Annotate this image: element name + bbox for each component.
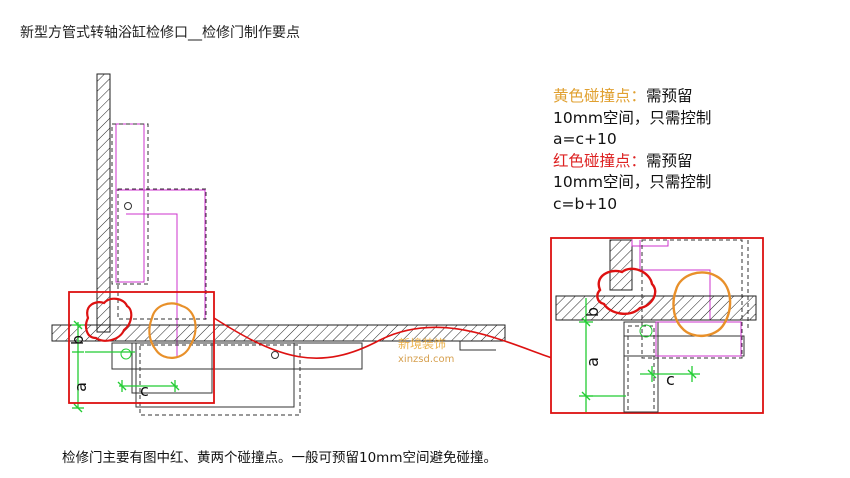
caption: 检修门主要有图中红、黄两个碰撞点。一般可预留10mm空间避免碰撞。 <box>62 450 497 466</box>
detail-dimension-b: b <box>583 307 602 317</box>
yellow-collision-text: 需预留 <box>646 87 693 105</box>
red-collision-label: 红色碰撞点： <box>553 151 647 170</box>
red-collision-point <box>85 297 133 342</box>
page-title: 新型方管式转轴浴缸检修口__检修门制作要点 <box>20 25 300 41</box>
detail-yellow-collision-point <box>672 271 732 337</box>
yellow-note-line1: 黄色碰撞点：需预留 <box>553 86 711 108</box>
watermark-brand: 新境装饰 <box>398 336 446 351</box>
dashed-frame <box>117 188 207 320</box>
detail-dimension-a: a <box>583 357 602 367</box>
watermark: 新境装饰 xinzsd.com <box>398 336 454 365</box>
detail-red-collision-point <box>596 267 657 315</box>
watermark-url: xinzsd.com <box>398 354 454 365</box>
door-panel <box>135 342 295 408</box>
yellow-collision-point <box>148 302 197 359</box>
detail-callout-box <box>68 291 215 404</box>
bolt-icon <box>124 202 132 210</box>
yellow-collision-label: 黄色碰撞点： <box>553 87 647 105</box>
enlarged-detail-drawing: a b c <box>550 237 764 414</box>
detail-dimension-c: c <box>666 370 675 389</box>
bolt-icon <box>271 351 279 359</box>
horizontal-slab <box>51 324 506 342</box>
main-section-drawing: a b c <box>51 73 506 416</box>
red-note-line1: 红色碰撞点：需预留 <box>553 151 711 173</box>
red-note-formula: c=b+10 <box>553 194 618 213</box>
dimension-c-label: c <box>140 381 149 400</box>
dimension-lines <box>72 320 180 413</box>
callout-connector <box>213 317 553 359</box>
yellow-note-line2: 10mm空间，只需控制 <box>553 108 712 127</box>
vertical-wall <box>96 73 111 333</box>
dimension-b-label: b <box>68 335 87 345</box>
red-note-line2: 10mm空间，只需控制 <box>553 173 712 191</box>
detail-frame <box>550 237 764 414</box>
red-collision-text: 需预留 <box>646 151 693 170</box>
collision-notes: 黄色碰撞点：需预留 10mm空间，只需控制 a=c+10 红色碰撞点：需预留 1… <box>553 86 711 215</box>
dimension-a-label: a <box>71 382 90 392</box>
yellow-note-formula: a=c+10 <box>553 130 617 148</box>
